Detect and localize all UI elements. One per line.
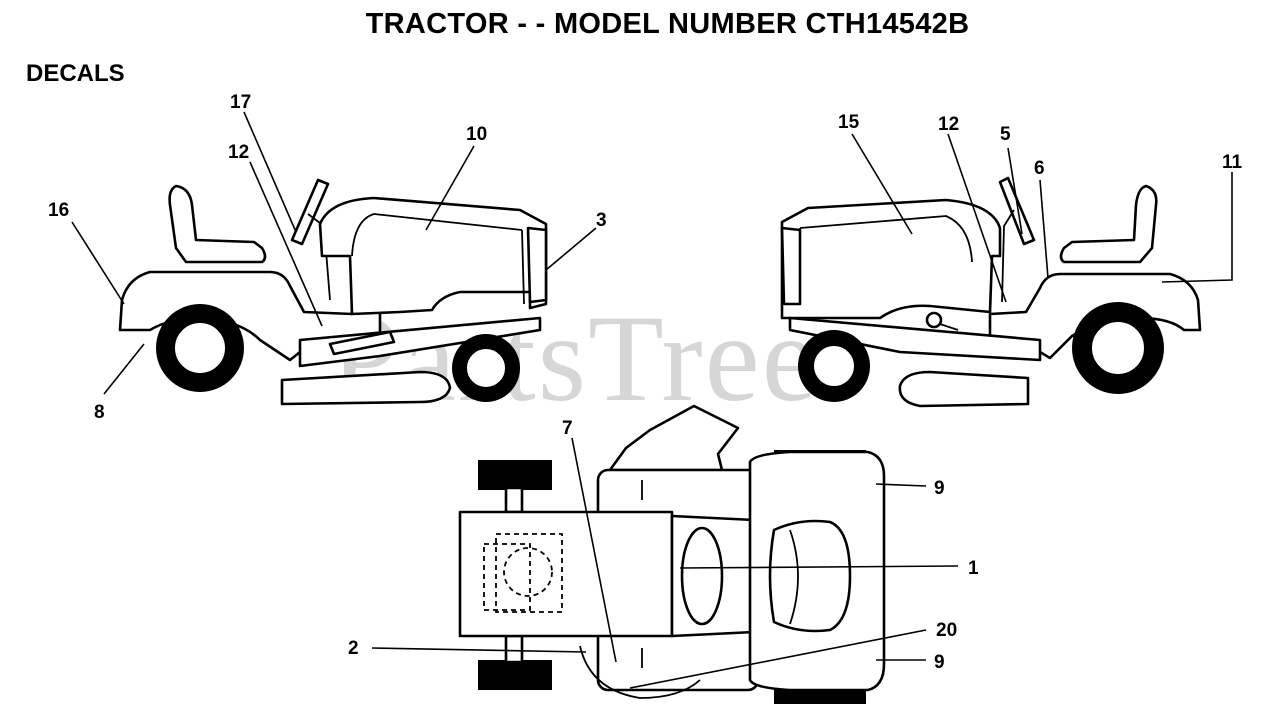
callout-17: 17 xyxy=(230,92,251,113)
seat-top xyxy=(608,404,740,472)
section-label: DECALS xyxy=(26,60,125,87)
front-grille xyxy=(526,226,548,304)
mower-deck xyxy=(280,370,452,406)
callout-3: 3 xyxy=(596,210,607,231)
callout-8: 8 xyxy=(94,402,105,423)
left-leader-lines xyxy=(71,111,597,395)
callout-7: 7 xyxy=(562,418,573,439)
callout-15: 15 xyxy=(838,112,860,133)
frame xyxy=(298,316,542,368)
steering-wheel xyxy=(290,178,330,246)
callout-9-top: 9 xyxy=(934,478,945,499)
seat xyxy=(168,184,267,264)
right-leader-lines xyxy=(851,133,1233,303)
lift-lever-knob xyxy=(925,311,943,329)
top-leader-lines xyxy=(371,437,959,689)
rear-tire-bottom xyxy=(478,660,552,690)
callout-5: 5 xyxy=(1000,124,1011,145)
front-grille xyxy=(780,226,802,306)
left-callouts: 17 12 10 16 3 8 xyxy=(48,92,607,423)
tractor-right-side-view xyxy=(780,176,1202,408)
tractor-left-side-view xyxy=(118,178,548,406)
callout-11: 11 xyxy=(1222,152,1243,173)
seat xyxy=(1059,184,1158,264)
callout-16: 16 xyxy=(48,200,69,221)
hood xyxy=(780,198,1002,320)
rear-tire-top xyxy=(478,460,552,490)
hood xyxy=(318,196,548,316)
callout-9-bottom: 9 xyxy=(934,652,945,673)
steering-wheel xyxy=(998,176,1036,246)
callout-20: 20 xyxy=(936,620,957,641)
callout-2: 2 xyxy=(348,638,359,659)
callout-12-right: 12 xyxy=(938,114,959,135)
diagram-title: TRACTOR - - MODEL NUMBER CTH14542B xyxy=(365,8,970,40)
pedal xyxy=(328,330,396,356)
mower-deck xyxy=(898,370,1030,408)
frame xyxy=(788,316,1042,362)
top-callouts: 7 9 1 2 20 9 xyxy=(348,418,979,673)
callout-1: 1 xyxy=(968,558,979,579)
callout-6: 6 xyxy=(1034,158,1045,179)
tractor-top-view xyxy=(458,404,886,704)
callout-10: 10 xyxy=(466,124,487,145)
rear-plate xyxy=(458,510,674,638)
callout-12-left: 12 xyxy=(228,142,249,163)
right-callouts: 15 12 5 6 11 xyxy=(838,112,1243,179)
